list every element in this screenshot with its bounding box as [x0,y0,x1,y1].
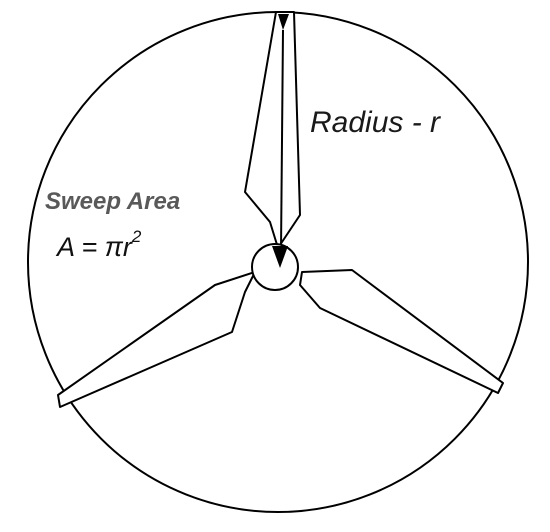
blade-lower-left [57,271,256,408]
rotor-hub [251,243,299,291]
area-formula: A = πr2 [57,228,141,262]
blade-lower-right [299,269,504,394]
radius-arrow-line [280,29,284,251]
area-formula-main: A = πr [57,232,132,262]
radius-arrowhead-bottom [272,246,288,268]
area-formula-exponent: 2 [131,227,142,246]
radius-label: Radius - r [310,106,441,139]
blade-top [244,11,301,249]
sweep-area-label: Sweep Area [45,188,181,215]
radius-arrowhead-top [278,14,289,30]
